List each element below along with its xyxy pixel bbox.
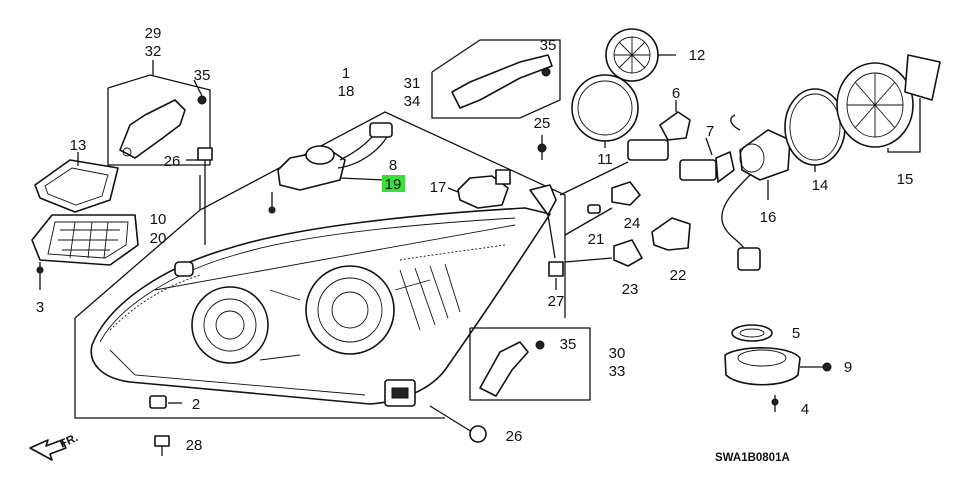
- headlight-housing: [90, 207, 551, 407]
- label-part-35a: 35: [194, 67, 211, 84]
- label-part-5: 5: [792, 325, 800, 342]
- cap-12: [605, 28, 676, 82]
- label-part-26b: 26: [506, 428, 523, 445]
- label-part-19: 19: [385, 176, 402, 193]
- small-bulbs-21-24: [564, 181, 691, 267]
- fasteners-2-26-28: [149, 395, 487, 456]
- front-direction-arrow: [29, 439, 67, 461]
- label-part-7: 7: [706, 123, 714, 140]
- bulb-7: [679, 137, 735, 183]
- bracket-31-34: [431, 39, 561, 119]
- label-part-26a: 26: [164, 153, 181, 170]
- bulb-6: [559, 100, 691, 196]
- cap-5-9: [724, 324, 832, 412]
- label-part-29: 29: [145, 25, 162, 42]
- label-part-32: 32: [145, 43, 162, 60]
- label-part-27: 27: [548, 293, 565, 310]
- leveling-motor-8-19: [268, 122, 393, 214]
- label-part-1: 1: [342, 65, 350, 82]
- label-part-6: 6: [672, 85, 680, 102]
- socket-17: [447, 169, 511, 209]
- diagram-code: SWA1B0801A: [715, 452, 790, 464]
- label-part-34: 34: [404, 93, 421, 110]
- label-part-25: 25: [534, 115, 551, 132]
- bracket-30-33: [469, 327, 591, 401]
- label-part-17: 17: [430, 179, 447, 196]
- label-part-14: 14: [812, 177, 829, 194]
- ring-14: [784, 88, 846, 172]
- bracket-29-32: [107, 60, 211, 166]
- label-part-20: 20: [150, 230, 167, 247]
- label-part-15: 15: [897, 171, 914, 188]
- label-part-35c: 35: [560, 336, 577, 353]
- cover-15: [836, 54, 941, 153]
- label-part-10: 10: [150, 211, 167, 228]
- ring-11: [571, 74, 639, 148]
- label-part-12: 12: [689, 47, 706, 64]
- screw-25-clip-27: [529, 135, 564, 290]
- label-part-31: 31: [404, 75, 421, 92]
- label-part-8: 8: [389, 157, 397, 174]
- label-part-35b: 35: [540, 37, 557, 54]
- label-part-21: 21: [588, 231, 605, 248]
- highlight-part-19: [382, 175, 405, 192]
- ballast-10-20: [31, 214, 139, 290]
- label-part-9: 9: [844, 359, 852, 376]
- label-part-28: 28: [186, 437, 203, 454]
- label-part-33: 33: [609, 363, 626, 380]
- front-label: FR.: [58, 432, 80, 451]
- label-part-23: 23: [622, 281, 639, 298]
- bolt-26-upper: [186, 147, 213, 245]
- gasket-13: [34, 152, 119, 213]
- label-part-30: 30: [609, 345, 626, 362]
- igniter-16: [721, 114, 791, 271]
- assembly-frame: [74, 111, 566, 419]
- label-part-11: 11: [597, 151, 613, 168]
- label-part-2: 2: [192, 396, 200, 413]
- label-part-3: 3: [36, 299, 44, 316]
- label-part-16: 16: [760, 209, 777, 226]
- part-number-labels: 1 18 29 32 35 35 31 34 12 6 7 13 26 8 19…: [36, 25, 914, 464]
- label-part-18: 18: [338, 83, 355, 100]
- label-part-24: 24: [624, 215, 641, 232]
- label-part-22: 22: [670, 267, 687, 284]
- label-part-13: 13: [70, 137, 87, 154]
- label-part-4: 4: [801, 401, 809, 418]
